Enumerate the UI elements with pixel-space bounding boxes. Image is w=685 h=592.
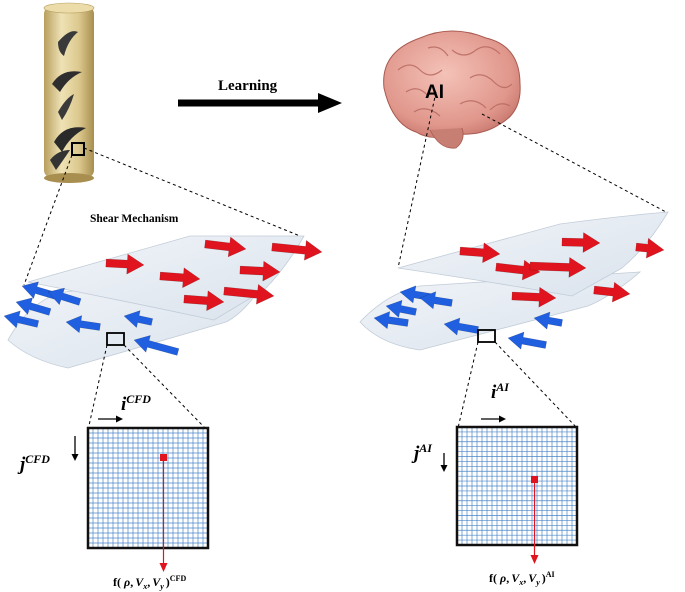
cfd-function-label: f( ρ,Vx,Vy)CFD [113,574,186,591]
probe-box [71,142,85,156]
grid-cell-box [477,329,496,343]
red-shear-arrow [223,283,275,305]
brain-ai-label: AI [425,82,444,103]
shear-sheets-right [359,211,669,351]
projection-lines-right [397,91,667,269]
cfd-grid [86,426,210,572]
blue-shear-arrow [123,310,154,329]
vortex-shape [52,71,82,92]
j-ai-label: jAI [411,441,433,464]
red-shear-arrow [183,290,225,312]
grid-cell-box [106,332,125,346]
learning-arrow [178,93,342,113]
j-cfd-label: jCFD [17,452,50,475]
blue-shear-arrow [133,335,180,356]
vortex-shape [58,94,74,120]
blue-shear-arrow [443,317,479,336]
cfd-sample-point [160,454,167,461]
ai-sample-point [531,476,538,483]
i-ai-label: iAI [491,380,510,403]
ai-grid [455,425,579,564]
ai-grid-border [455,425,579,547]
red-shear-arrow [529,256,587,278]
blue-shear-arrow [47,287,82,306]
red-shear-arrow [271,239,323,261]
shear-arrows-right [373,232,665,350]
red-shear-arrow [561,232,601,253]
learning-label: Learning [218,78,278,94]
blue-shear-arrow [21,281,58,300]
red-shear-arrow [159,267,201,289]
red-shear-arrow [204,236,247,258]
ai-function-label: f( ρ,Vx,Vy)AI [489,570,555,587]
projection-lines-left [23,147,301,286]
shear-mechanism-label: Shear Mechanism [90,213,179,225]
blue-shear-arrow [385,299,417,318]
red-shear-arrow [635,237,665,259]
red-shear-arrow [105,253,145,275]
blue-shear-arrow [3,310,40,329]
vortex-shape [58,31,78,56]
cylinder [43,2,95,183]
i-cfd-label: iCFD [121,392,151,415]
cfd-grid-border [86,426,210,550]
blue-shear-arrow [507,331,547,350]
projection-lines-right-grid [457,341,578,429]
red-shear-arrow [239,260,281,282]
blue-shear-arrow [65,315,101,334]
blue-shear-arrow [15,297,52,316]
projection-lines-left-grid [87,344,208,431]
shear-arrows-left [3,236,323,356]
red-shear-arrow [511,286,557,308]
upper-sheet [397,211,669,297]
vortex-shape [54,127,86,152]
vortex-shape [50,150,70,170]
brain-image: AI [383,30,521,149]
red-shear-arrow [593,281,631,303]
blue-shear-arrow [419,291,453,310]
red-shear-arrow [459,242,501,264]
blue-shear-arrow [373,311,409,330]
blue-shear-arrow [533,311,563,330]
